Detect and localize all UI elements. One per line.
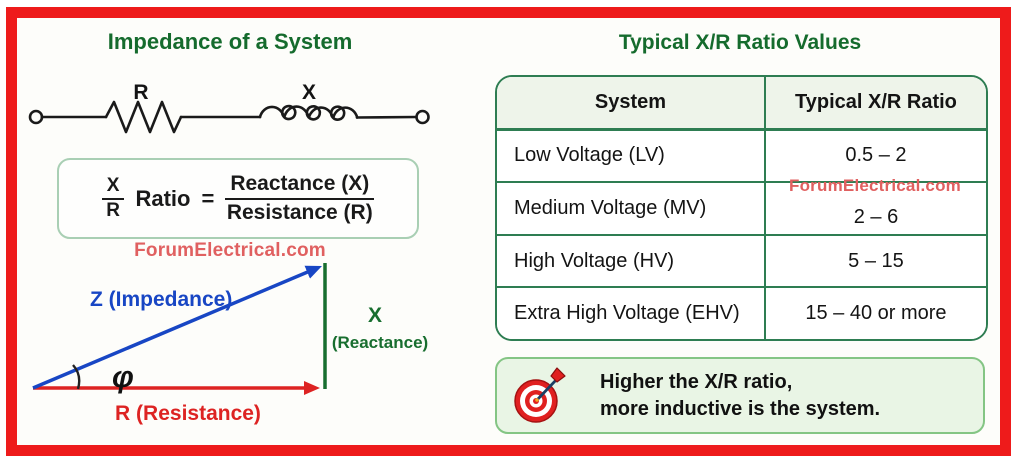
system-cell: Low Voltage (LV) xyxy=(497,130,766,182)
header-ratio: Typical X/R Ratio xyxy=(795,90,957,113)
watermark-left: ForumElectrical.com xyxy=(134,240,326,261)
note-box: Higher the X/R ratio, more inductive is … xyxy=(495,357,985,434)
right-terminal-icon xyxy=(415,109,430,125)
impedance-vector xyxy=(32,265,322,390)
header-system: System xyxy=(497,77,766,128)
xr-fraction: X R xyxy=(101,176,125,221)
resistor-label: R xyxy=(133,81,148,104)
left-terminal-icon xyxy=(28,109,44,125)
table-row: Low Voltage (LV) 0.5 – 2 xyxy=(497,128,986,182)
fraction-denominator: R xyxy=(106,200,120,221)
fraction-numerator: X xyxy=(101,176,125,200)
right-panel-title: Typical X/R Ratio Values xyxy=(618,31,862,54)
table-row: Extra High Voltage (EHV) 15 – 40 or more xyxy=(497,286,986,339)
ratio-cell: 15 – 40 or more xyxy=(805,302,947,325)
inductor-label: X xyxy=(302,81,316,104)
equals-sign: = xyxy=(201,185,215,211)
phi-angle-label: φ xyxy=(112,359,134,394)
note-line-1: Higher the X/R ratio, xyxy=(600,370,793,393)
ratio-cell: 0.5 – 2 xyxy=(845,144,907,167)
resistance-denominator: Resistance (R) xyxy=(226,201,373,224)
system-cell: High Voltage (HV) xyxy=(497,235,766,287)
reactance-resistance-fraction: Reactance (X) Resistance (R) xyxy=(225,172,375,224)
phi-angle-arc xyxy=(72,364,81,390)
note-text: Higher the X/R ratio, more inductive is … xyxy=(600,369,880,423)
reactance-label: X xyxy=(368,304,382,327)
resistance-label: R (Resistance) xyxy=(115,402,261,425)
formula-box: X R Ratio = Reactance (X) Resistance (R) xyxy=(57,158,419,239)
target-dart-icon xyxy=(514,366,566,423)
rl-circuit-diagram: R X xyxy=(28,81,430,134)
watermark-right: ForumElectrical.com xyxy=(789,176,961,195)
ratio-word: Ratio xyxy=(135,185,191,211)
note-line-2: more inductive is the system. xyxy=(600,397,881,420)
system-cell: Medium Voltage (MV) xyxy=(497,183,766,234)
table-row: High Voltage (HV) 5 – 15 xyxy=(497,233,986,287)
xr-ratio-table: System Typical X/R Ratio Low Voltage (LV… xyxy=(495,75,988,341)
resistor-icon xyxy=(104,100,183,134)
system-cell: Extra High Voltage (EHV) xyxy=(497,288,766,339)
impedance-triangle-diagram: Z (Impedance) X (Reactance) R (Resistanc… xyxy=(32,263,428,425)
table-header-row: System Typical X/R Ratio xyxy=(497,77,986,129)
reactance-sublabel: (Reactance) xyxy=(332,333,428,352)
left-panel-title: Impedance of a System xyxy=(107,29,353,54)
impedance-label: Z (Impedance) xyxy=(90,288,232,311)
inductor-icon xyxy=(258,104,359,121)
ratio-cell: 5 – 15 xyxy=(848,249,904,272)
reactance-numerator: Reactance (X) xyxy=(225,172,375,200)
